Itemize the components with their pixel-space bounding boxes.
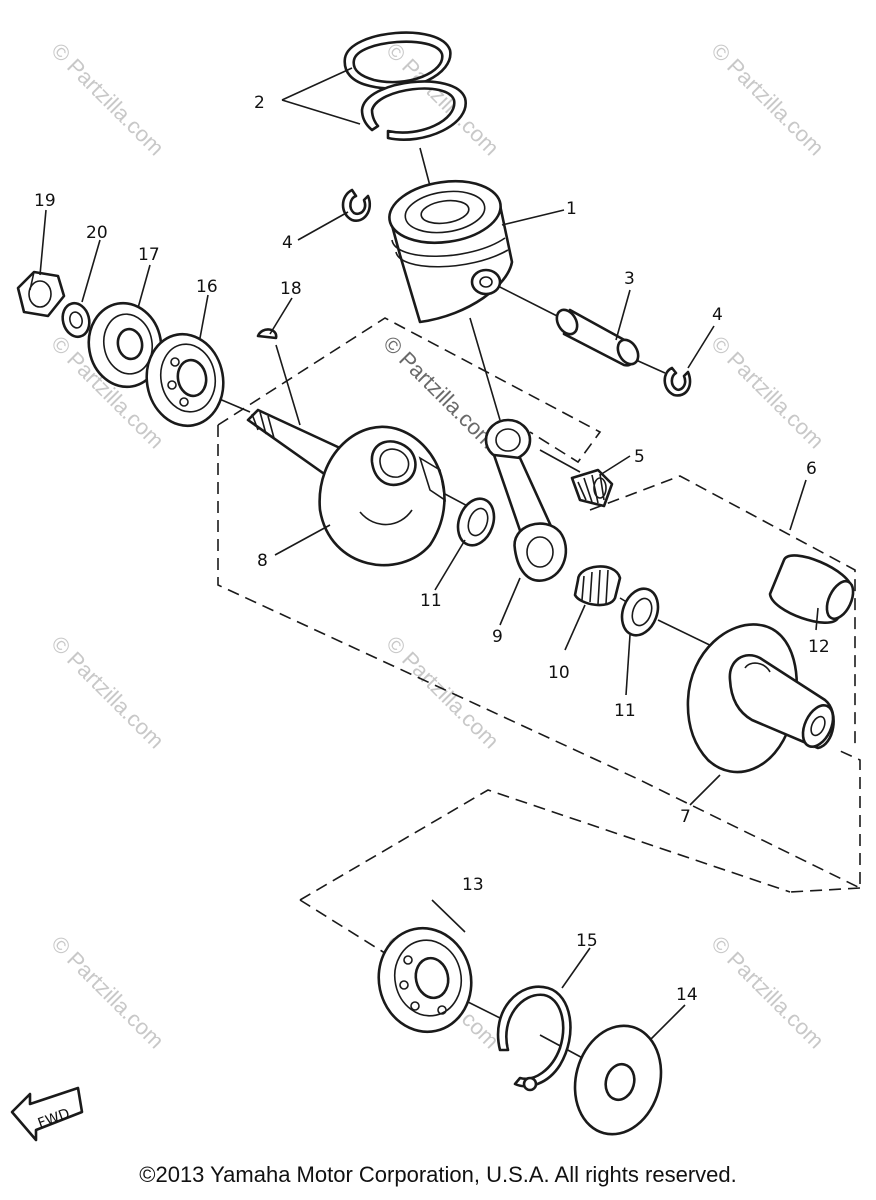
crank-pin-bearing xyxy=(573,565,622,607)
watermark: © Partzilla.com xyxy=(381,631,504,754)
bearing-left xyxy=(145,332,225,428)
callout-4-left: 4 xyxy=(282,233,293,253)
callout-13: 13 xyxy=(462,875,484,895)
crank-pin xyxy=(768,554,855,624)
watermark: © Partzilla.com xyxy=(46,631,169,754)
piston-rings xyxy=(343,31,467,141)
callout-11-upper: 11 xyxy=(420,591,442,611)
connecting-rod xyxy=(484,418,568,582)
crank-half-left xyxy=(246,408,447,567)
watermark: © Partzilla.com xyxy=(706,331,829,454)
callout-6: 6 xyxy=(806,459,817,479)
callout-1: 1 xyxy=(566,199,577,219)
callout-14: 14 xyxy=(676,985,698,1005)
callout-numbers: 1 2 3 4 4 5 6 7 8 9 10 11 11 12 13 14 15… xyxy=(34,93,830,1005)
callout-16: 16 xyxy=(196,277,218,297)
piston-pin xyxy=(555,308,640,367)
piston xyxy=(388,179,514,324)
oil-seal xyxy=(87,301,163,389)
callout-12: 12 xyxy=(808,637,830,657)
exploded-parts-diagram: © Partzilla.com © Partzilla.com © Partzi… xyxy=(10,31,861,1142)
callout-10: 10 xyxy=(548,663,570,683)
thrust-washer-upper xyxy=(456,497,496,547)
callout-5: 5 xyxy=(634,447,645,467)
piston-pin-clip-right xyxy=(663,366,692,397)
callout-3: 3 xyxy=(624,269,635,289)
forward-arrow: FWD xyxy=(10,1086,84,1142)
crank-nut xyxy=(16,270,66,318)
callout-20: 20 xyxy=(86,223,108,243)
callout-17: 17 xyxy=(138,245,160,265)
callout-4-right: 4 xyxy=(712,305,723,325)
woodruff-key xyxy=(256,328,278,340)
watermark: © Partzilla.com xyxy=(706,931,829,1054)
crank-half-right xyxy=(686,623,835,774)
collar xyxy=(573,1024,663,1136)
small-end-bearing xyxy=(570,468,614,508)
callout-19: 19 xyxy=(34,191,56,211)
bearing-lower xyxy=(377,926,473,1034)
thrust-washer-lower xyxy=(620,587,660,637)
callout-15: 15 xyxy=(576,931,598,951)
callout-18: 18 xyxy=(280,279,302,299)
callout-9: 9 xyxy=(492,627,503,647)
circlip-lower xyxy=(496,985,572,1092)
callout-7: 7 xyxy=(680,807,691,827)
watermark: © Partzilla.com xyxy=(46,38,169,161)
lock-washer xyxy=(61,301,91,339)
callout-11-lower: 11 xyxy=(614,701,636,721)
watermark: © Partzilla.com xyxy=(706,38,829,161)
assembly-outline-6 xyxy=(217,317,861,893)
leader-lines xyxy=(39,67,819,1041)
callout-8: 8 xyxy=(257,551,268,571)
callout-2: 2 xyxy=(254,93,265,113)
copyright-notice: ©2013 Yamaha Motor Corporation, U.S.A. A… xyxy=(139,1162,737,1187)
watermark: © Partzilla.com xyxy=(46,931,169,1054)
piston-pin-clip-left xyxy=(341,188,372,222)
